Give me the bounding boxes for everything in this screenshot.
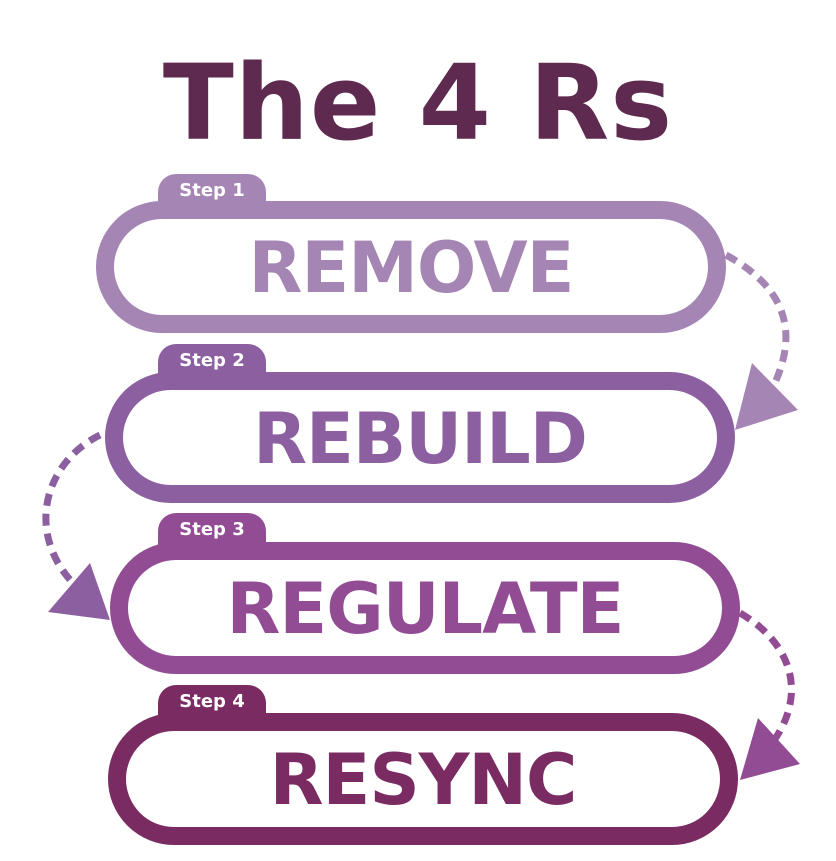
dashed-line bbox=[738, 609, 795, 755]
arrowhead-icon bbox=[48, 563, 110, 620]
step-2-label: REBUILD bbox=[253, 397, 588, 480]
connector-step2-to-step3 bbox=[42, 431, 110, 620]
step-1-pill: REMOVE bbox=[96, 201, 726, 333]
step-2-tab-label: Step 2 bbox=[179, 350, 245, 371]
connector-step1-to-step2 bbox=[724, 251, 798, 430]
step-1-tab-label: Step 1 bbox=[179, 180, 245, 201]
step-4-pill: RESYNC bbox=[108, 713, 738, 845]
arrowhead-icon bbox=[735, 363, 798, 430]
dashed-line bbox=[42, 431, 102, 593]
connector-step3-to-step4 bbox=[738, 609, 800, 780]
step-3-pill: REGULATE bbox=[110, 542, 740, 674]
step-2-pill: REBUILD bbox=[105, 372, 735, 503]
step-3-tab-label: Step 3 bbox=[179, 519, 245, 540]
step-4-tab-label: Step 4 bbox=[179, 691, 245, 712]
step-3-label: REGULATE bbox=[226, 568, 625, 650]
step-4-label: RESYNC bbox=[269, 739, 578, 821]
step-1-label: REMOVE bbox=[248, 227, 575, 309]
dashed-line bbox=[724, 251, 790, 412]
diagram-title: The 4 Rs bbox=[162, 42, 674, 164]
arrowhead-icon bbox=[740, 718, 800, 780]
